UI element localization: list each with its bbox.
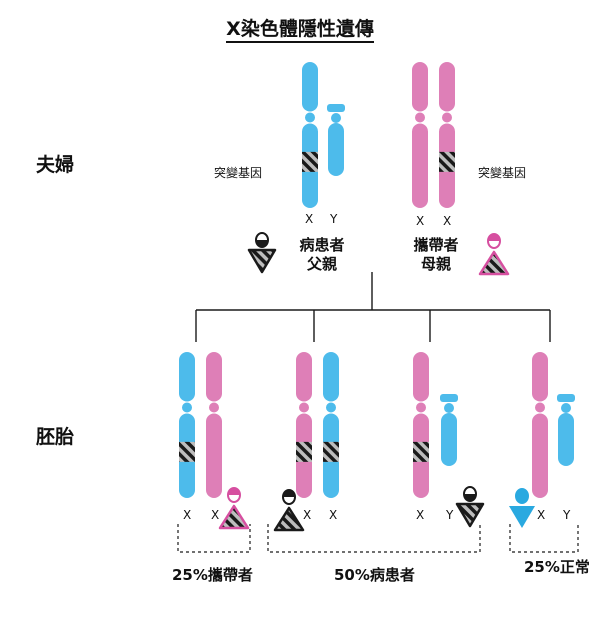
embryo3-y-chromosome [440,394,458,466]
embryo3-x-chromosome [413,352,429,498]
pedigree-lines [195,272,551,342]
embryos-row-label: 胚胎 [36,426,75,448]
father-x-chromosome [302,62,318,208]
normal-bracket [509,524,579,553]
father-status: 病患者 [299,236,345,254]
affected-male-icon [247,232,277,274]
diagram-title: X染色體隱性遺傳 [0,14,600,43]
embryo4-x-letter: X [537,508,546,522]
embryo1-x-normal-chromosome [206,352,222,498]
mother-x2-chromosome [439,62,455,208]
father-label: 病患者 父親 [290,236,354,274]
carrier-bracket [177,524,251,553]
father-y-chromosome [327,104,345,176]
affected-male-icon [455,486,485,528]
embryo3-y-letter: Y [446,508,454,522]
embryo3-x-letter: X [416,508,425,522]
affected-percentage: 50%病患者 [334,566,415,584]
affected-bracket [267,524,481,553]
parents-row-label: 夫婦 [36,154,75,176]
mother-status: 攜帶者 [413,236,459,254]
outcome-brackets [177,524,579,553]
father-x-letter: X [305,212,314,226]
mother-mutation-label: 突變基因 [478,166,527,180]
carrier-female-icon [478,233,510,276]
embryo4-x-chromosome [532,352,548,498]
father-role: 父親 [306,255,337,273]
embryo2-x-paternal-chromosome [323,352,339,498]
normal-male-icon [509,488,535,528]
embryo1-x2-letter: X [211,508,220,522]
embryo2-x-letter: X [303,508,312,522]
embryo1-x-letter: X [183,508,192,522]
carrier-percentage: 25%攜帶者 [172,566,253,584]
mother-role: 母親 [420,255,451,273]
embryo4-y-letter: Y [563,508,571,522]
father-mutation-label: 突變基因 [214,166,263,180]
mother-label: 攜帶者 母親 [404,236,468,274]
affected-female-icon [273,489,305,532]
mother-x1-letter: X [416,214,425,228]
carrier-female-icon [218,487,250,530]
father-y-letter: Y [330,212,338,226]
embryo1-x-affected-chromosome [179,352,195,498]
normal-percentage: 25%正常 [524,558,590,576]
mother-x1-chromosome [412,62,428,208]
embryo2-x-maternal-chromosome [296,352,312,498]
embryo2-x2-letter: X [329,508,338,522]
mother-x2-letter: X [443,214,452,228]
embryo4-y-chromosome [557,394,575,466]
